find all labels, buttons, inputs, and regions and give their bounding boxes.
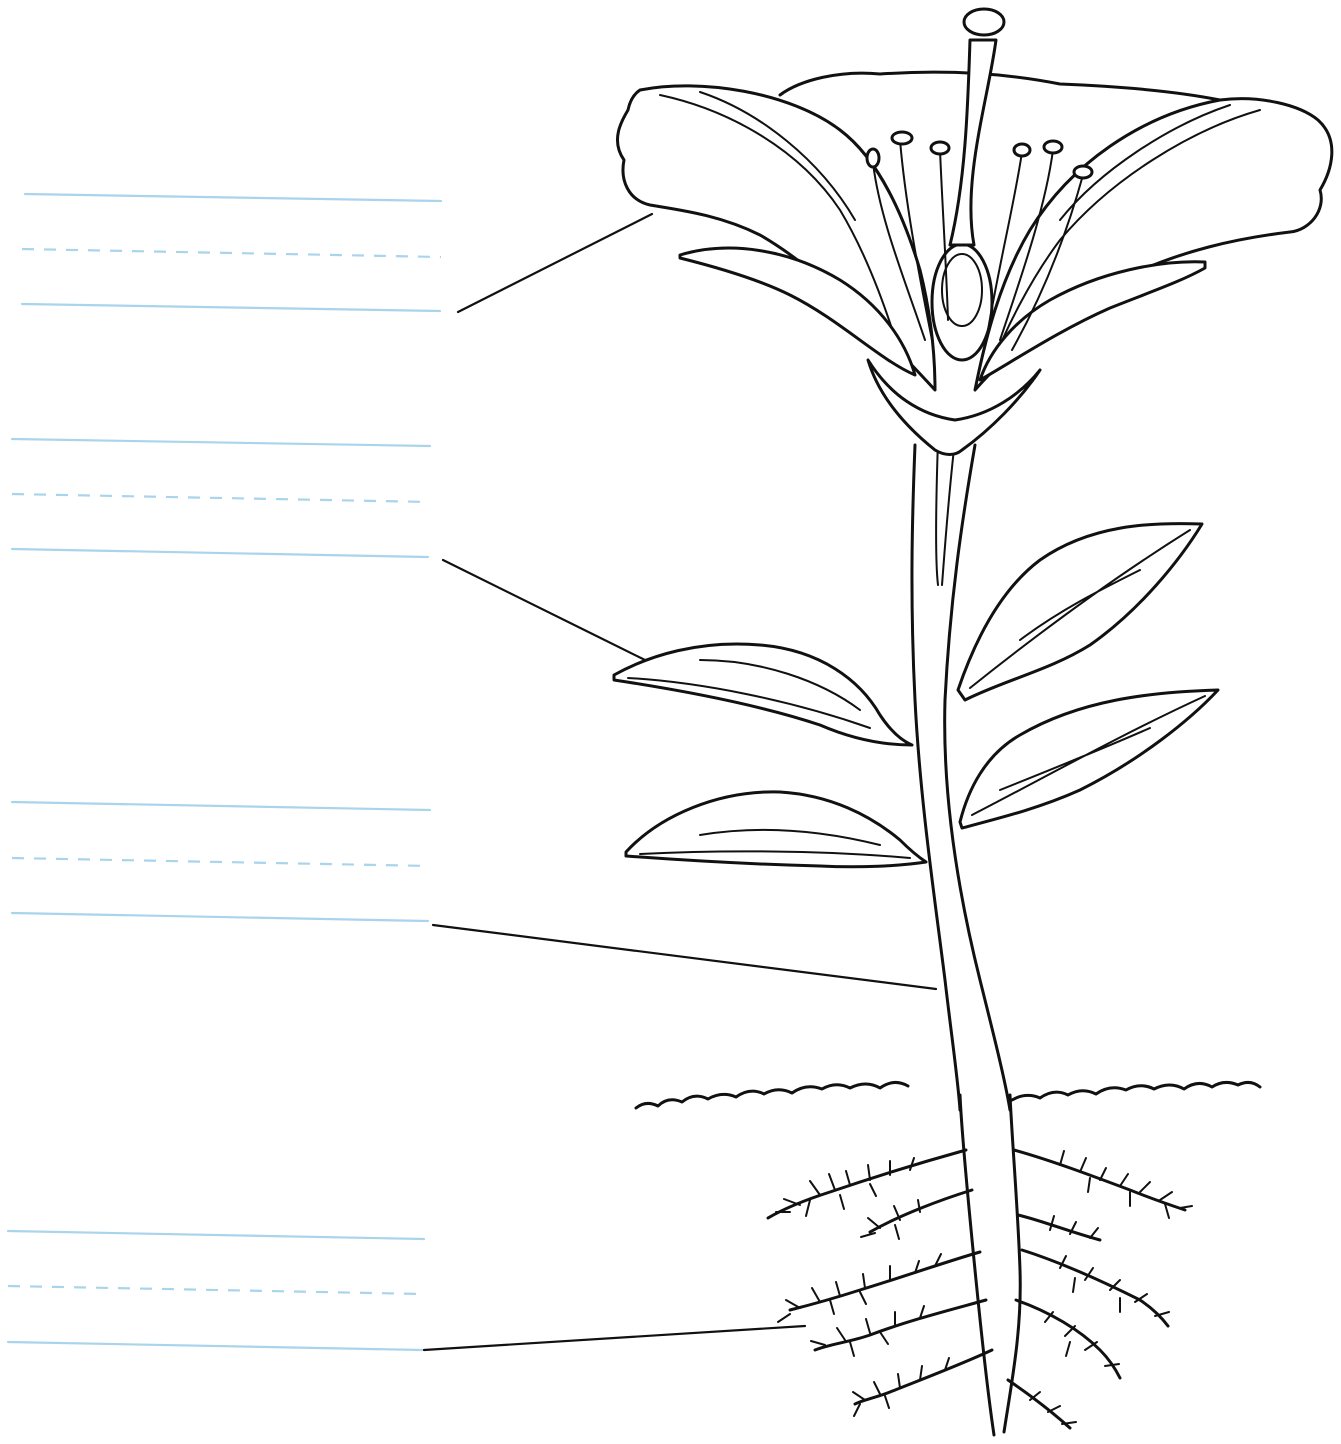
anther (867, 149, 879, 167)
anther (1074, 166, 1092, 178)
label-slot-roots[interactable] (8, 1231, 424, 1350)
ovary (932, 244, 992, 360)
anther (892, 132, 912, 144)
label-slot-leaf[interactable] (12, 439, 430, 557)
stigma (964, 9, 1004, 35)
receptacle (868, 360, 1040, 455)
flower (617, 9, 1331, 455)
leaf-upper-right (958, 524, 1202, 700)
roots (768, 1095, 1192, 1435)
pistil-style (950, 40, 996, 245)
anther (1044, 141, 1062, 153)
label-slot-flower[interactable] (22, 194, 441, 311)
root-branch (768, 1150, 992, 1404)
leader-line-flower (458, 214, 652, 312)
leader-line-leaf (443, 560, 645, 660)
root-branch-right (1008, 1150, 1185, 1428)
leader-lines (424, 214, 936, 1350)
leader-line-roots (424, 1326, 805, 1350)
leader-line-stem (433, 925, 936, 989)
stem-inner (936, 440, 955, 585)
leaf-upper-left (614, 644, 912, 745)
leaf-lower-right (960, 690, 1218, 828)
anther (931, 142, 949, 154)
anther (1014, 144, 1030, 156)
petal-back-rim (780, 72, 1220, 100)
plant-illustration (614, 9, 1332, 1435)
root-hairs-left (776, 1158, 949, 1416)
label-slot-stem[interactable] (12, 802, 430, 921)
ground-line (636, 1082, 1260, 1108)
